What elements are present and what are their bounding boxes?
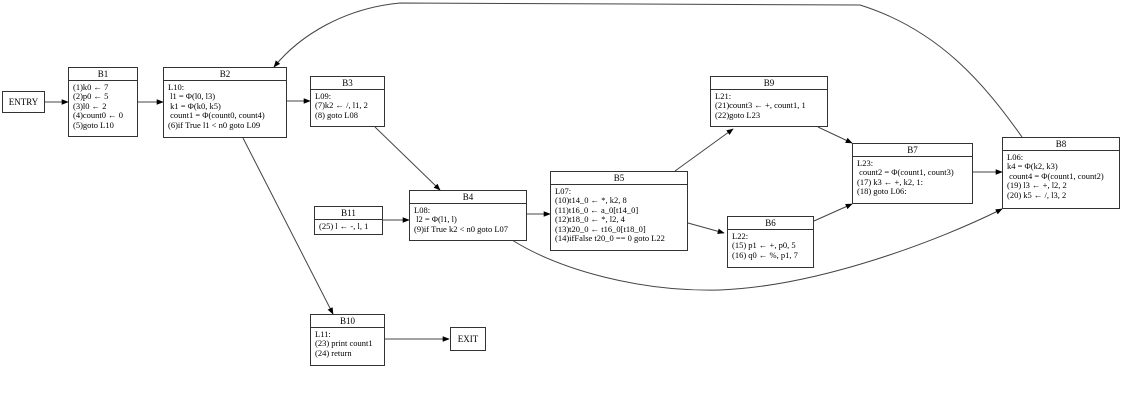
block-b2-title: B2 (164, 68, 286, 81)
code-line: (18) goto L06: (857, 186, 907, 197)
code-line: (23) print count1 (315, 338, 373, 349)
edge-b6-b7 (813, 203, 853, 222)
code-line: count4 = Φ(count1, count2) (1007, 170, 1104, 181)
block-b11-body: (25) l ← -, l, 1 (315, 220, 382, 233)
code-line: (20) k5 ← /, l3, 2 (1007, 189, 1067, 200)
code-line: count2 = Φ(count1, count3) (857, 167, 954, 178)
block-b8-body: L06:k4 = Φ(k2, k3) count4 = Φ(count1, co… (1003, 151, 1119, 202)
code-line: (2)p0 ← 5 (73, 91, 109, 102)
block-b7[interactable]: B7 L23: count2 = Φ(count1, count3)(17) k… (852, 143, 973, 204)
edge-b2-b10 (242, 137, 334, 315)
code-line: L09: (315, 91, 332, 101)
block-b2-body: L10: l1 = Φ(l0, l3) k1 = Φ(k0, k5) count… (164, 81, 286, 132)
code-line: (8) goto L08 (315, 109, 358, 120)
block-b10[interactable]: B10 L11:(23) print count1(24) return (310, 314, 385, 366)
code-line: (4)count0 ← 0 (73, 110, 124, 121)
code-line: (19) l3 ← +, l2, 2 (1007, 180, 1067, 191)
block-b5-title: B5 (551, 172, 687, 185)
code-line: (16) q0 ← %, p1, 7 (732, 249, 798, 260)
block-b3-body: L09:(7)k2 ← /, l1, 2(8) goto L08 (311, 90, 384, 122)
code-line: (6)if True l1 < n0 goto L09 (168, 119, 261, 130)
edge-b3-b4 (374, 126, 441, 191)
edge-b9-b7 (817, 126, 853, 144)
block-b11[interactable]: B11 (25) l ← -, l, 1 (314, 206, 383, 235)
block-b10-title: B10 (311, 315, 384, 328)
block-b5-body: L07:(10)t14_0 ← *, k2, 8(11)t16_0 ← a_0[… (551, 185, 687, 245)
code-line: (15) p1 ← +, p0, 5 (732, 240, 796, 251)
block-b6-title: B6 (728, 217, 813, 230)
block-b8-title: B8 (1003, 138, 1119, 151)
block-b3-title: B3 (311, 77, 384, 90)
block-b6-body: L22:(15) p1 ← +, p0, 5(16) q0 ← %, p1, 7 (728, 230, 813, 262)
code-line: (24) return (315, 347, 352, 358)
code-line: l2 = Φ(l1, l) (414, 214, 457, 225)
exit-label: EXIT (457, 334, 479, 344)
block-b5[interactable]: B5 L07:(10)t14_0 ← *, k2, 8(11)t16_0 ← a… (550, 171, 688, 251)
code-line: (3)l0 ← 2 (73, 100, 107, 111)
code-line: (13)t20_0 ← t16_0[t18_0] (555, 223, 646, 234)
code-line: (22)goto L23 (715, 109, 761, 120)
code-line: L23: (857, 158, 874, 168)
code-line: l1 = Φ(l0, l3) (168, 91, 216, 102)
code-line: k1 = Φ(k0, k5) (168, 100, 221, 111)
code-line: L08: (414, 205, 431, 215)
block-b1[interactable]: B1 (1)k0 ← 7(2)p0 ← 5(3)l0 ← 2(4)count0 … (68, 67, 138, 137)
code-line: k4 = Φ(k2, k3) (1007, 161, 1058, 172)
code-line: L21: (715, 91, 732, 101)
block-b7-body: L23: count2 = Φ(count1, count3)(17) k3 ←… (853, 157, 972, 199)
block-b1-title: B1 (69, 68, 137, 81)
block-b9-title: B9 (711, 77, 827, 90)
code-line: L22: (732, 231, 749, 241)
block-b10-body: L11:(23) print count1(24) return (311, 328, 384, 360)
code-line: L10: (168, 82, 185, 92)
block-b4[interactable]: B4 L08: l2 = Φ(l1, l)(9)if True k2 < n0 … (409, 190, 527, 241)
code-line: (11)t16_0 ← a_0[t14_0] (555, 204, 639, 215)
entry-label: ENTRY (8, 97, 39, 107)
block-b9-body: L21:(21)count3 ← +, count1, 1(22)goto L2… (711, 90, 827, 122)
edge-b4-b8 (511, 208, 1003, 291)
code-line: (5)goto L10 (73, 119, 114, 130)
code-line: (1)k0 ← 7 (73, 82, 109, 92)
block-b7-title: B7 (853, 144, 972, 157)
entry-node[interactable]: ENTRY (2, 91, 45, 113)
code-line: (21)count3 ← +, count1, 1 (715, 100, 806, 111)
exit-node[interactable]: EXIT (450, 327, 486, 351)
code-line: (25) l ← -, l, 1 (319, 221, 369, 231)
edge-b8-b2 (273, 2, 1023, 138)
block-b9[interactable]: B9 L21:(21)count3 ← +, count1, 1(22)goto… (710, 76, 828, 127)
block-b3[interactable]: B3 L09:(7)k2 ← /, l1, 2(8) goto L08 (310, 76, 385, 127)
block-b4-body: L08: l2 = Φ(l1, l)(9)if True k2 < n0 got… (410, 204, 526, 236)
block-b1-body: (1)k0 ← 7(2)p0 ← 5(3)l0 ← 2(4)count0 ← 0… (69, 81, 137, 132)
code-line: count1 = Φ(count0, count4) (168, 110, 265, 121)
code-line: (7)k2 ← /, l1, 2 (315, 100, 368, 111)
code-line: (17) k3 ← +, k2, 1: (857, 176, 923, 187)
code-line: L06: (1007, 152, 1024, 162)
code-line: L11: (315, 329, 331, 339)
block-b4-title: B4 (410, 191, 526, 204)
code-line: L07: (555, 186, 572, 196)
block-b2[interactable]: B2 L10: l1 = Φ(l0, l3) k1 = Φ(k0, k5) co… (163, 67, 287, 138)
block-b6[interactable]: B6 L22:(15) p1 ← +, p0, 5(16) q0 ← %, p1… (727, 216, 814, 268)
code-line: (10)t14_0 ← *, k2, 8 (555, 195, 627, 206)
block-b8[interactable]: B8 L06:k4 = Φ(k2, k3) count4 = Φ(count1,… (1002, 137, 1120, 209)
edge-b5-b9 (674, 128, 734, 172)
edge-b5-b6 (687, 222, 725, 235)
code-line: (9)if True k2 < n0 goto L07 (414, 223, 509, 234)
code-line: (14)ifFalse t20_0 == 0 goto L22 (555, 233, 665, 244)
code-line: (12)t18_0 ← *, l2, 4 (555, 214, 625, 225)
block-b11-title: B11 (315, 207, 382, 220)
